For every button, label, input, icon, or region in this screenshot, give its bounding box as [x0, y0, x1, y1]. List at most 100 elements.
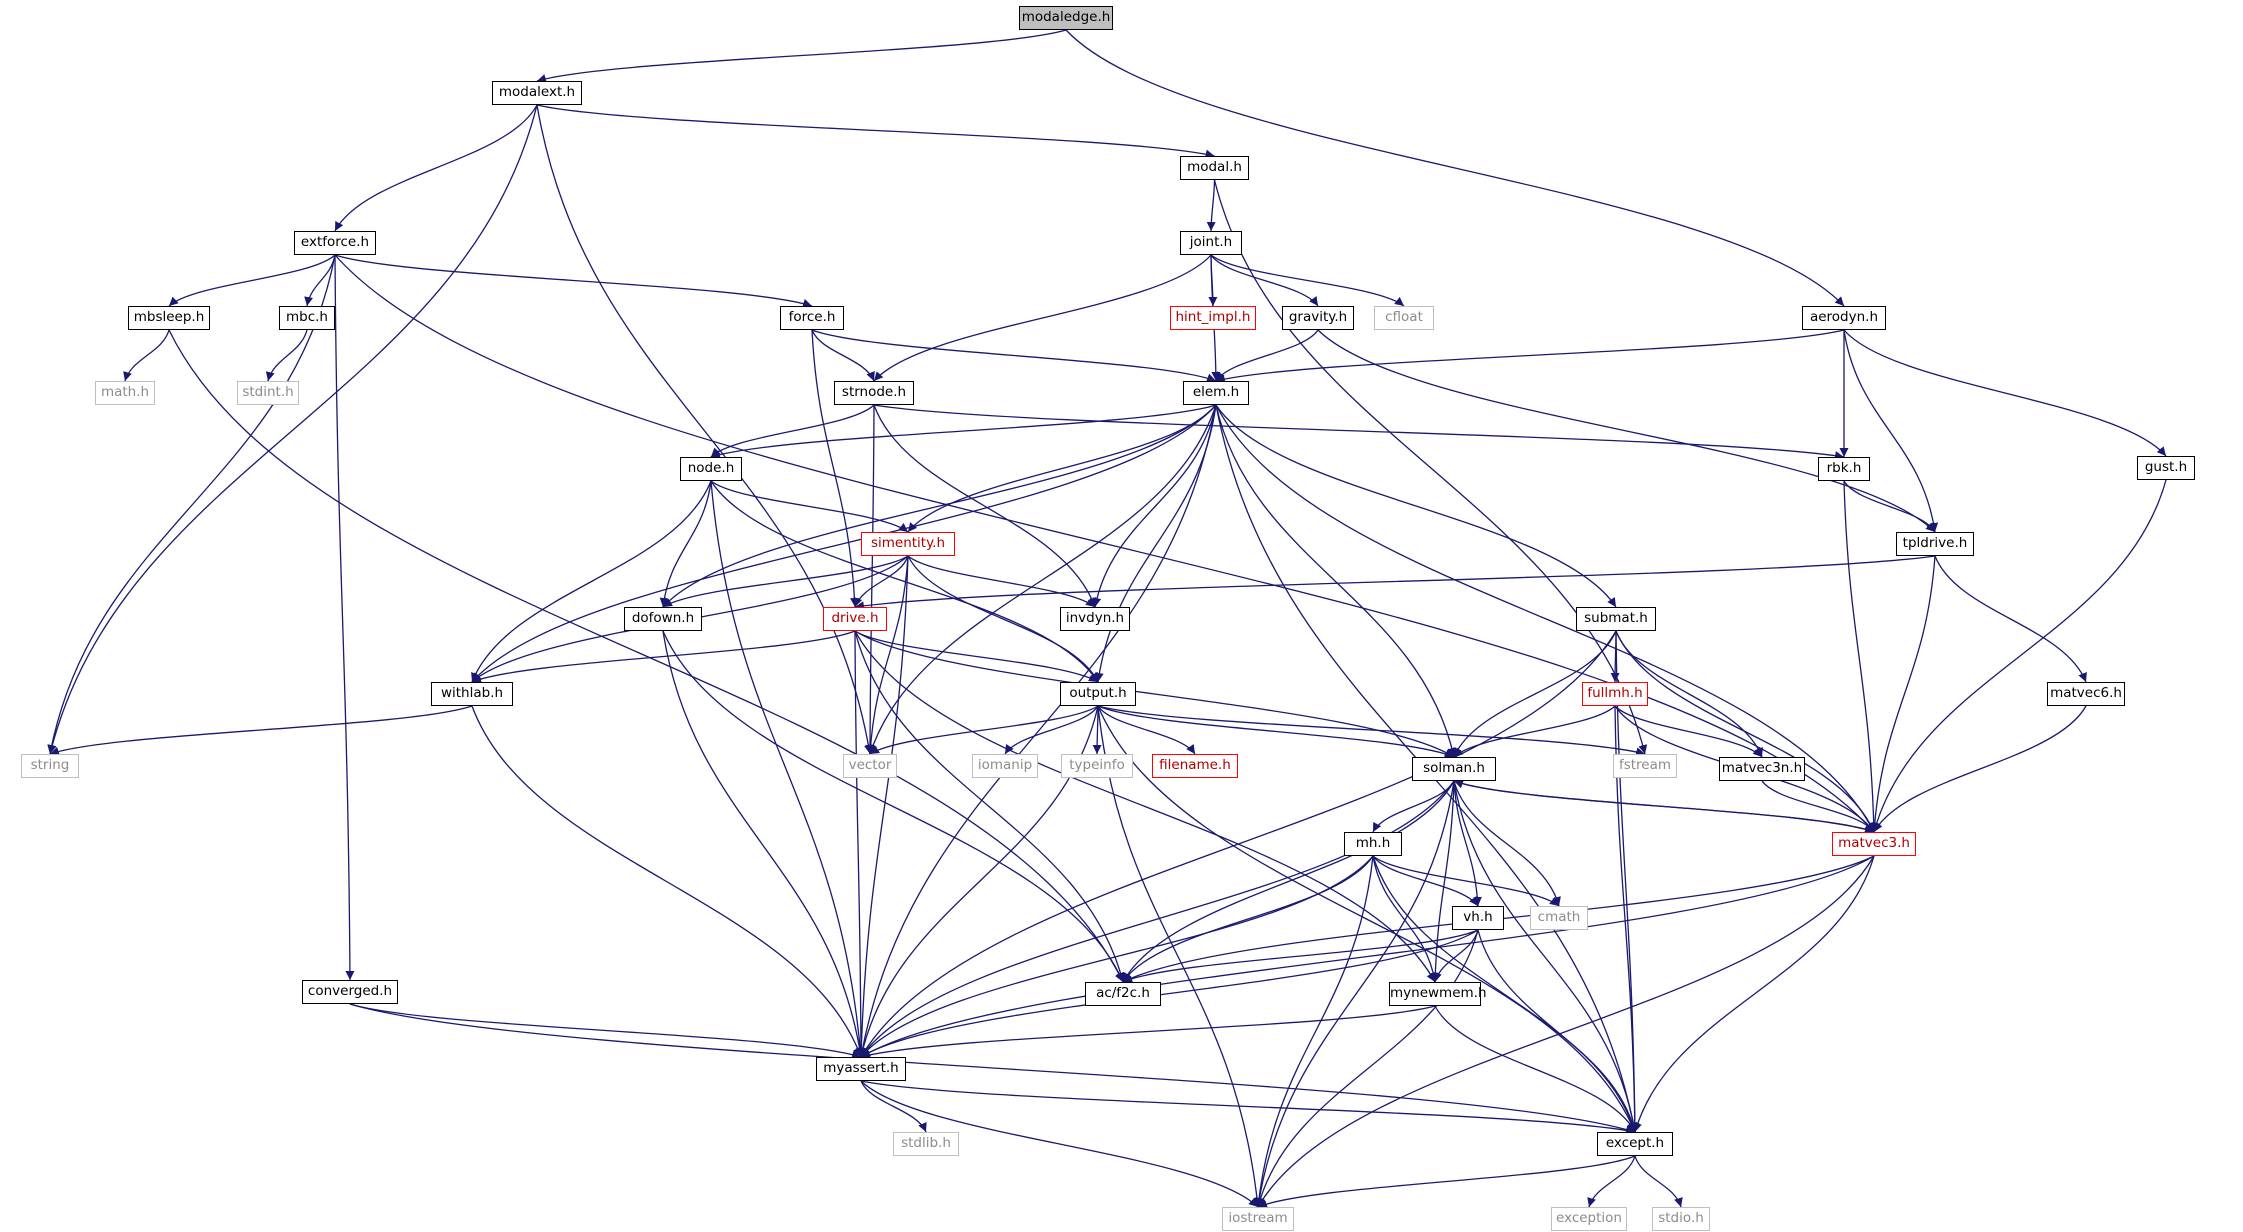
node-mbc[interactable]: mbc.h	[279, 306, 335, 330]
edge-mynewmem-to-myassert	[860, 1005, 1436, 1060]
node-solman[interactable]: solman.h	[1412, 757, 1496, 781]
node-myassert[interactable]: myassert.h	[816, 1057, 906, 1081]
edge-output-to-filename	[1097, 705, 1196, 755]
edge-extforce-to-matvec3	[334, 254, 1875, 833]
edge-simentity-to-invdyn	[907, 555, 1096, 608]
edge-fullmh-to-matvec3n	[1614, 705, 1763, 758]
edge-output-to-iostream	[1097, 705, 1262, 1208]
edge-output-to-iomanip	[1004, 705, 1099, 755]
node-string: string	[21, 754, 79, 778]
node-gravity[interactable]: gravity.h	[1282, 306, 1354, 330]
node-mh[interactable]: mh.h	[1344, 832, 1402, 856]
edge-gust-to-matvec3	[1872, 479, 2167, 833]
node-mynewmem[interactable]: mynewmem.h	[1389, 982, 1487, 1006]
node-matvec6[interactable]: matvec6.h	[2047, 682, 2125, 706]
edge-force-to-drive	[811, 329, 860, 608]
edge-converged-to-myassert	[349, 1003, 862, 1059]
node-mbsleep[interactable]: mbsleep.h	[128, 306, 210, 330]
node-except[interactable]: except.h	[1597, 1132, 1673, 1156]
edge-gravity-to-tpldrive	[1317, 329, 1936, 533]
edge-strnode-to-rbk	[873, 404, 1845, 461]
node-output[interactable]: output.h	[1060, 682, 1136, 706]
node-rbk[interactable]: rbk.h	[1818, 457, 1870, 481]
node-matvec3[interactable]: matvec3.h	[1832, 832, 1916, 856]
node-matvec3n[interactable]: matvec3n.h	[1719, 757, 1805, 781]
edge-matvec3-to-myassert	[860, 855, 1875, 1058]
node-modal[interactable]: modal.h	[1180, 156, 1249, 180]
node-submat[interactable]: submat.h	[1576, 607, 1656, 631]
edge-drive-to-myassert	[854, 630, 866, 1058]
edge-vh-to-mynewmem	[1433, 929, 1479, 983]
node-tpldrive[interactable]: tpldrive.h	[1896, 532, 1974, 556]
node-extforce[interactable]: extforce.h	[294, 231, 376, 255]
edge-mbsleep-to-mathh	[123, 329, 170, 382]
node-iomanip: iomanip	[972, 754, 1038, 778]
node-gust[interactable]: gust.h	[2137, 456, 2195, 480]
node-strnode[interactable]: strnode.h	[834, 381, 914, 405]
edge-extforce-to-mbc	[304, 254, 336, 307]
node-fullmh[interactable]: fullmh.h	[1582, 682, 1648, 706]
edge-myassert-to-stdlib	[860, 1080, 927, 1133]
node-typeinfo: typeinfo	[1061, 754, 1133, 778]
node-withlab[interactable]: withlab.h	[431, 682, 513, 706]
edge-dofown-to-myassert	[662, 630, 865, 1058]
node-invdyn[interactable]: invdyn.h	[1060, 607, 1130, 631]
edge-node-to-withlab	[471, 480, 712, 683]
edge-mh-to-cmath	[1372, 855, 1560, 907]
node-mathh: math.h	[95, 381, 155, 405]
node-converged[interactable]: converged.h	[302, 980, 398, 1004]
edge-output-to-solman	[1097, 705, 1455, 758]
node-stdint: stdint.h	[237, 381, 299, 405]
node-elem[interactable]: elem.h	[1183, 381, 1249, 405]
edge-elem-to-node	[710, 404, 1217, 459]
node-acf2c[interactable]: ac/f2c.h	[1085, 982, 1161, 1006]
edge-matvec6-to-matvec3	[1873, 705, 2087, 833]
node-joint[interactable]: joint.h	[1180, 231, 1242, 255]
edge-force-to-strnode	[811, 329, 875, 382]
node-modalext[interactable]: modalext.h	[492, 81, 582, 105]
edge-simentity-to-myassert	[856, 555, 909, 1058]
edge-mh-to-iostream	[1254, 855, 1374, 1208]
edge-simentity-to-dofown	[662, 555, 909, 608]
edge-node-to-dofown	[659, 480, 712, 608]
edge-joint-to-hint_impl	[1208, 254, 1218, 307]
edge-modal-to-fstream	[1213, 179, 1648, 755]
edge-matvec3-to-iostream	[1257, 855, 1875, 1208]
edge-myassert-to-except	[860, 1080, 1636, 1135]
edge-modalext-to-modal	[536, 104, 1215, 159]
edge-output-to-except	[1097, 705, 1636, 1133]
node-simentity[interactable]: simentity.h	[861, 532, 955, 556]
edge-joint-to-gravity	[1210, 254, 1319, 307]
edge-simentity-to-vector	[866, 555, 909, 755]
edge-elem-to-myassert	[858, 404, 1217, 1058]
edge-converged-to-except	[349, 1003, 1636, 1134]
edge-tpldrive-to-drive	[854, 555, 1936, 611]
node-node[interactable]: node.h	[680, 457, 742, 481]
node-drive[interactable]: drive.h	[823, 607, 887, 631]
edge-modal-to-joint	[1206, 179, 1216, 232]
edge-mh-to-acf2c	[1122, 855, 1374, 983]
edge-vh-to-acf2c	[1122, 929, 1479, 983]
node-cfloat: cfloat	[1374, 306, 1434, 330]
node-aerodyn[interactable]: aerodyn.h	[1802, 306, 1886, 330]
node-fstream: fstream	[1613, 754, 1677, 778]
edge-modaledge-to-modalext	[536, 29, 1067, 83]
node-vh[interactable]: vh.h	[1452, 906, 1504, 930]
edge-tpldrive-to-matvec6	[1934, 555, 2087, 683]
edge-except-to-iostream	[1257, 1155, 1636, 1208]
edge-solman-to-cmath	[1453, 780, 1561, 907]
edge-solman-to-myassert	[860, 780, 1455, 1058]
edge-extforce-to-string	[47, 254, 336, 755]
node-filename[interactable]: filename.h	[1152, 754, 1238, 778]
edge-strnode-to-node	[710, 404, 875, 458]
edge-elem-to-solman	[1215, 404, 1457, 758]
node-force[interactable]: force.h	[780, 306, 844, 330]
node-hint-impl[interactable]: hint_impl.h	[1170, 306, 1256, 330]
node-dofown[interactable]: dofown.h	[624, 607, 702, 631]
edge-submat-to-except	[1615, 630, 1640, 1133]
edge-except-to-stdio	[1634, 1155, 1683, 1208]
edge-drive-to-withlab	[471, 630, 856, 683]
edge-tpldrive-to-matvec3	[1870, 555, 1936, 833]
edge-matvec3-to-solman	[1453, 779, 1875, 833]
